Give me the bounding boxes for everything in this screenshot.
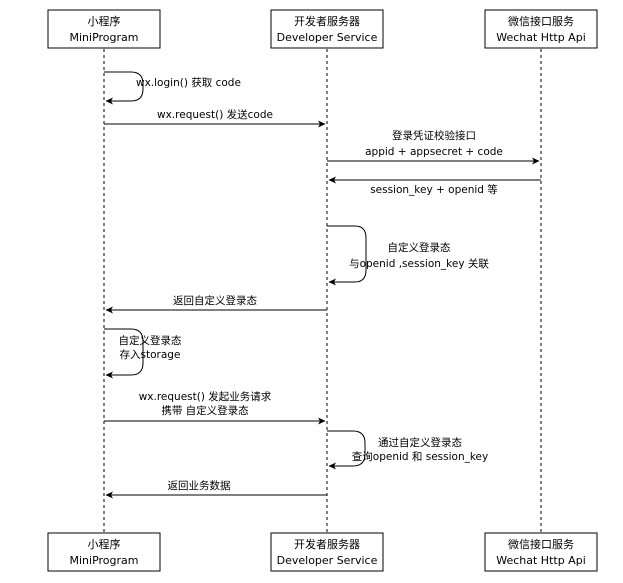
participant-wechat-api-top: 微信接口服务 Wechat Http Api — [484, 9, 598, 49]
message-label-line1: 自定义登录态 — [119, 334, 182, 347]
message-label-line1: wx.request() 发起业务请求 — [139, 390, 272, 403]
participant-name: 开发者服务器 — [294, 14, 360, 28]
message-store-storage: 自定义登录态 存入storage — [104, 328, 182, 379]
participant-subtitle: MiniProgram — [70, 554, 139, 567]
message-label-line2: 存入storage — [120, 348, 181, 361]
participant-subtitle: Developer Service — [277, 554, 378, 567]
participant-subtitle: Developer Service — [277, 31, 378, 44]
message-return-business-data: 返回业务数据 — [105, 479, 327, 499]
participant-wechat-api-bottom: 微信接口服务 Wechat Http Api — [484, 532, 598, 572]
message-label-line1: 登录凭证校验接口 — [392, 129, 476, 142]
message-label: 返回业务数据 — [168, 479, 231, 492]
participant-subtitle: MiniProgram — [70, 31, 139, 44]
participant-miniprogram-bottom: 小程序 MiniProgram — [47, 532, 161, 572]
message-wx-login: wx.login() 获取 code — [104, 71, 241, 105]
message-custom-session: 自定义登录态 与openid ,session_key 关联 — [327, 225, 489, 286]
message-label-line2: 与openid ,session_key 关联 — [349, 257, 489, 270]
message-session-return: session_key + openid 等 — [328, 176, 541, 196]
message-query-session: 通过自定义登录态 查询openid 和 session_key — [327, 430, 488, 470]
message-verify-credentials: 登录凭证校验接口 appid + appsecret + code — [327, 129, 540, 165]
message-return-custom-session: 返回自定义登录态 — [105, 294, 327, 314]
participant-name: 微信接口服务 — [508, 537, 574, 551]
message-label-line1: 通过自定义登录态 — [378, 436, 462, 449]
message-label: wx.login() 获取 code — [136, 77, 241, 89]
participant-developer-service-top: 开发者服务器 Developer Service — [270, 9, 384, 49]
message-label: 返回自定义登录态 — [173, 294, 257, 307]
message-wx-request-code: wx.request() 发送code — [104, 108, 326, 128]
message-label-line2: appid + appsecret + code — [365, 146, 503, 158]
message-label: wx.request() 发送code — [157, 108, 273, 121]
participant-subtitle: Wechat Http Api — [496, 31, 586, 44]
message-label: session_key + openid 等 — [370, 183, 498, 196]
message-label-line1: 自定义登录态 — [388, 241, 451, 254]
participant-miniprogram-top: 小程序 MiniProgram — [47, 9, 161, 49]
participant-developer-service-bottom: 开发者服务器 Developer Service — [270, 532, 384, 572]
participant-name: 小程序 — [88, 537, 121, 551]
participant-name: 小程序 — [88, 14, 121, 28]
participant-name: 开发者服务器 — [294, 537, 360, 551]
message-label-line2: 查询openid 和 session_key — [352, 450, 488, 463]
message-label-line2: 携带 自定义登录态 — [161, 404, 249, 417]
participant-name: 微信接口服务 — [508, 14, 574, 28]
message-business-request: wx.request() 发起业务请求 携带 自定义登录态 — [104, 390, 326, 425]
participant-subtitle: Wechat Http Api — [496, 554, 586, 567]
